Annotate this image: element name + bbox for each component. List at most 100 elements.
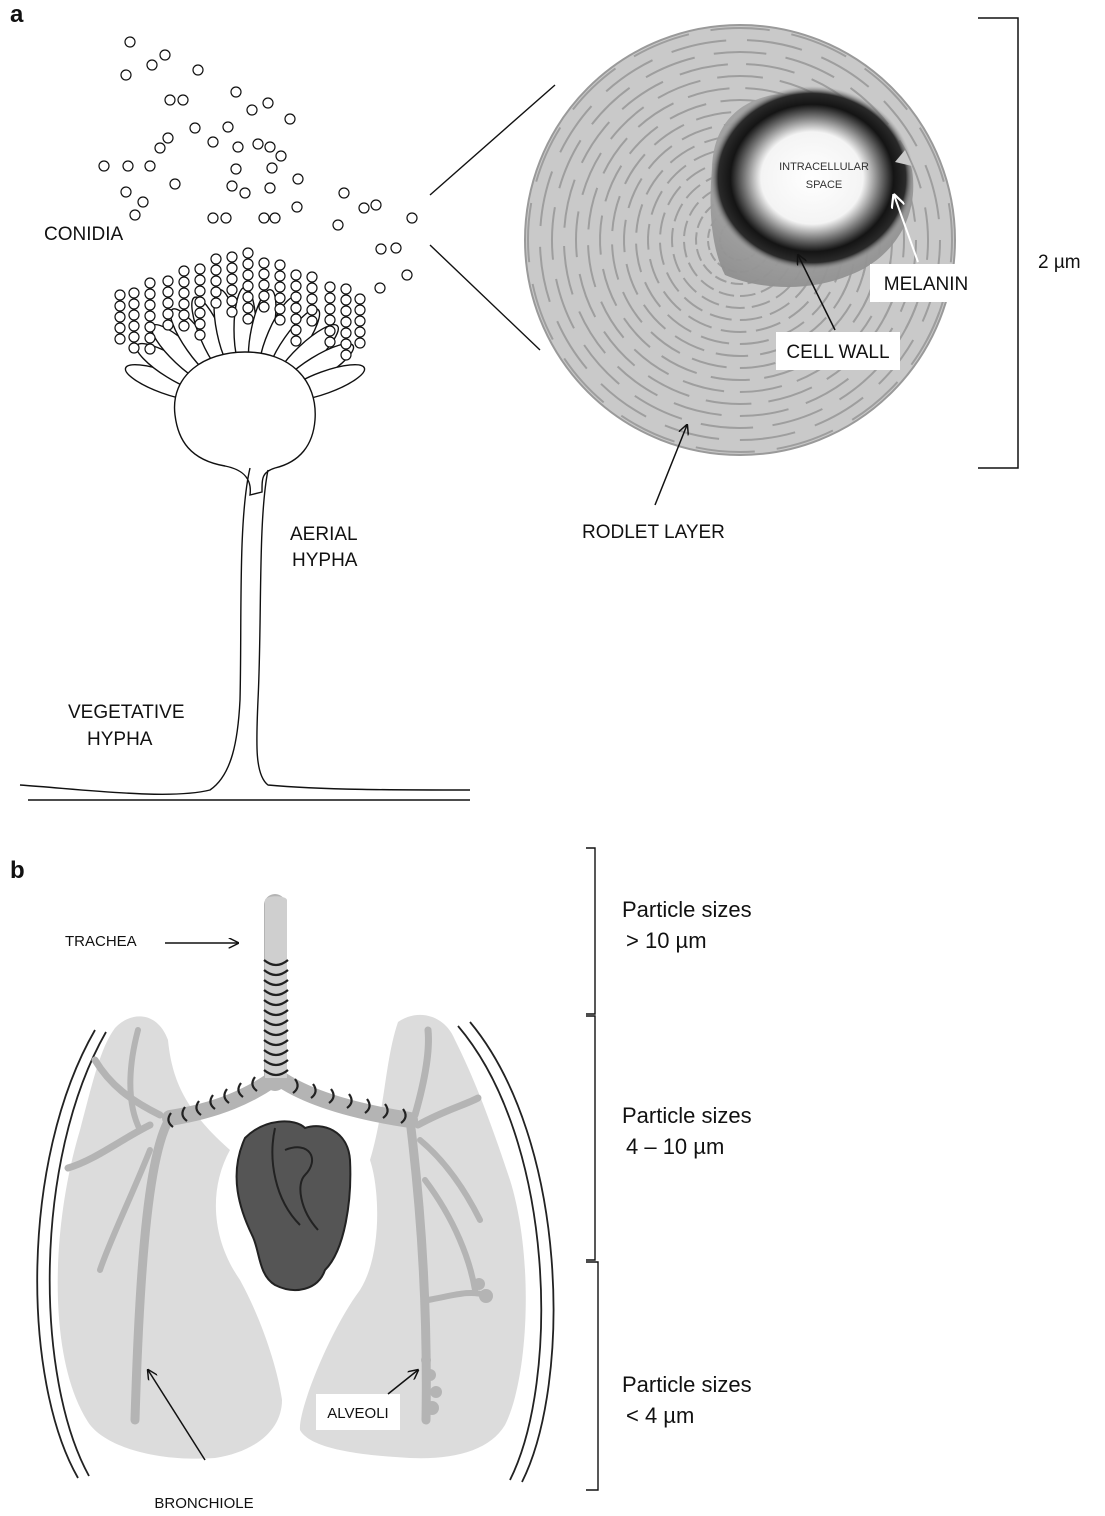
conidium	[270, 213, 280, 223]
conidium	[179, 288, 189, 298]
melanin-layer	[710, 86, 914, 270]
conidium	[145, 344, 155, 354]
conidium	[115, 323, 125, 333]
conidium	[99, 161, 109, 171]
conidium	[179, 321, 189, 331]
conidium	[391, 243, 401, 253]
conidium	[265, 142, 275, 152]
conidium	[240, 188, 250, 198]
conidium	[307, 294, 317, 304]
conidium	[341, 328, 351, 338]
conidium	[276, 151, 286, 161]
conidium	[145, 289, 155, 299]
conidium	[291, 325, 301, 335]
range-2-line2: 4 – 10 µm	[626, 1134, 724, 1159]
conidium	[223, 122, 233, 132]
alveoli-label: ALVEOLI	[327, 1405, 388, 1422]
conidium	[355, 316, 365, 326]
conidium	[138, 197, 148, 207]
conidium	[307, 283, 317, 293]
panel-b-letter: b	[10, 857, 25, 884]
conidium	[190, 123, 200, 133]
conidium	[227, 263, 237, 273]
conidium	[243, 281, 253, 291]
conidium	[121, 70, 131, 80]
conidium	[195, 275, 205, 285]
conidium	[129, 343, 139, 353]
left-lung	[58, 1016, 282, 1458]
conidium	[129, 299, 139, 309]
conidium	[145, 278, 155, 288]
conidium	[145, 322, 155, 332]
conidium	[359, 203, 369, 213]
conidium	[115, 301, 125, 311]
conidium	[291, 281, 301, 291]
intracellular-space-label-2: SPACE	[806, 179, 842, 191]
conidium	[211, 287, 221, 297]
conidium	[355, 327, 365, 337]
conidium	[195, 286, 205, 296]
conidium	[307, 305, 317, 315]
conidium	[265, 183, 275, 193]
conidium	[325, 326, 335, 336]
conidium	[179, 299, 189, 309]
conidium	[163, 309, 173, 319]
conidium	[195, 330, 205, 340]
conidium	[355, 338, 365, 348]
conidium	[285, 114, 295, 124]
conidium	[341, 350, 351, 360]
conidium	[179, 310, 189, 320]
conidium	[291, 314, 301, 324]
conidium	[145, 161, 155, 171]
conidium	[147, 60, 157, 70]
scale-label: 2 µm	[1038, 252, 1081, 273]
conidium	[211, 254, 221, 264]
conidium	[243, 270, 253, 280]
melanin-label: MELANIN	[884, 274, 968, 295]
range-3-line1: Particle sizes	[622, 1372, 752, 1397]
conidium	[163, 298, 173, 308]
conidium	[123, 161, 133, 171]
conidium	[339, 188, 349, 198]
conidium	[227, 285, 237, 295]
conidium	[243, 292, 253, 302]
conidium	[259, 269, 269, 279]
conidium	[243, 314, 253, 324]
conidium	[275, 282, 285, 292]
conidium	[291, 336, 301, 346]
range-1-line2: > 10 µm	[626, 928, 707, 953]
conidium	[275, 260, 285, 270]
conidium	[227, 252, 237, 262]
conidium	[375, 283, 385, 293]
trachea	[168, 896, 405, 1127]
conidium	[275, 271, 285, 281]
conidium	[178, 95, 188, 105]
conidium	[307, 272, 317, 282]
conidium	[163, 320, 173, 330]
conidium	[341, 317, 351, 327]
conidium	[325, 293, 335, 303]
conidium	[259, 213, 269, 223]
range-3-line2: < 4 µm	[626, 1403, 694, 1428]
conidium	[402, 270, 412, 280]
intracellular-space-label-1: INTRACELLULAR	[779, 161, 869, 173]
conidium	[243, 303, 253, 313]
conidium-cross-section	[516, 16, 964, 464]
conidium	[307, 316, 317, 326]
conidium	[259, 280, 269, 290]
conidium	[211, 276, 221, 286]
conidium	[160, 50, 170, 60]
conidium	[227, 274, 237, 284]
conidium	[341, 306, 351, 316]
conidium	[163, 276, 173, 286]
conidium	[275, 304, 285, 314]
range-2-line1: Particle sizes	[622, 1103, 752, 1128]
range-1-line1: Particle sizes	[622, 897, 752, 922]
conidium	[163, 287, 173, 297]
conidium	[231, 87, 241, 97]
conidium	[130, 210, 140, 220]
conidium	[275, 293, 285, 303]
conidium	[227, 296, 237, 306]
conidium	[371, 200, 381, 210]
